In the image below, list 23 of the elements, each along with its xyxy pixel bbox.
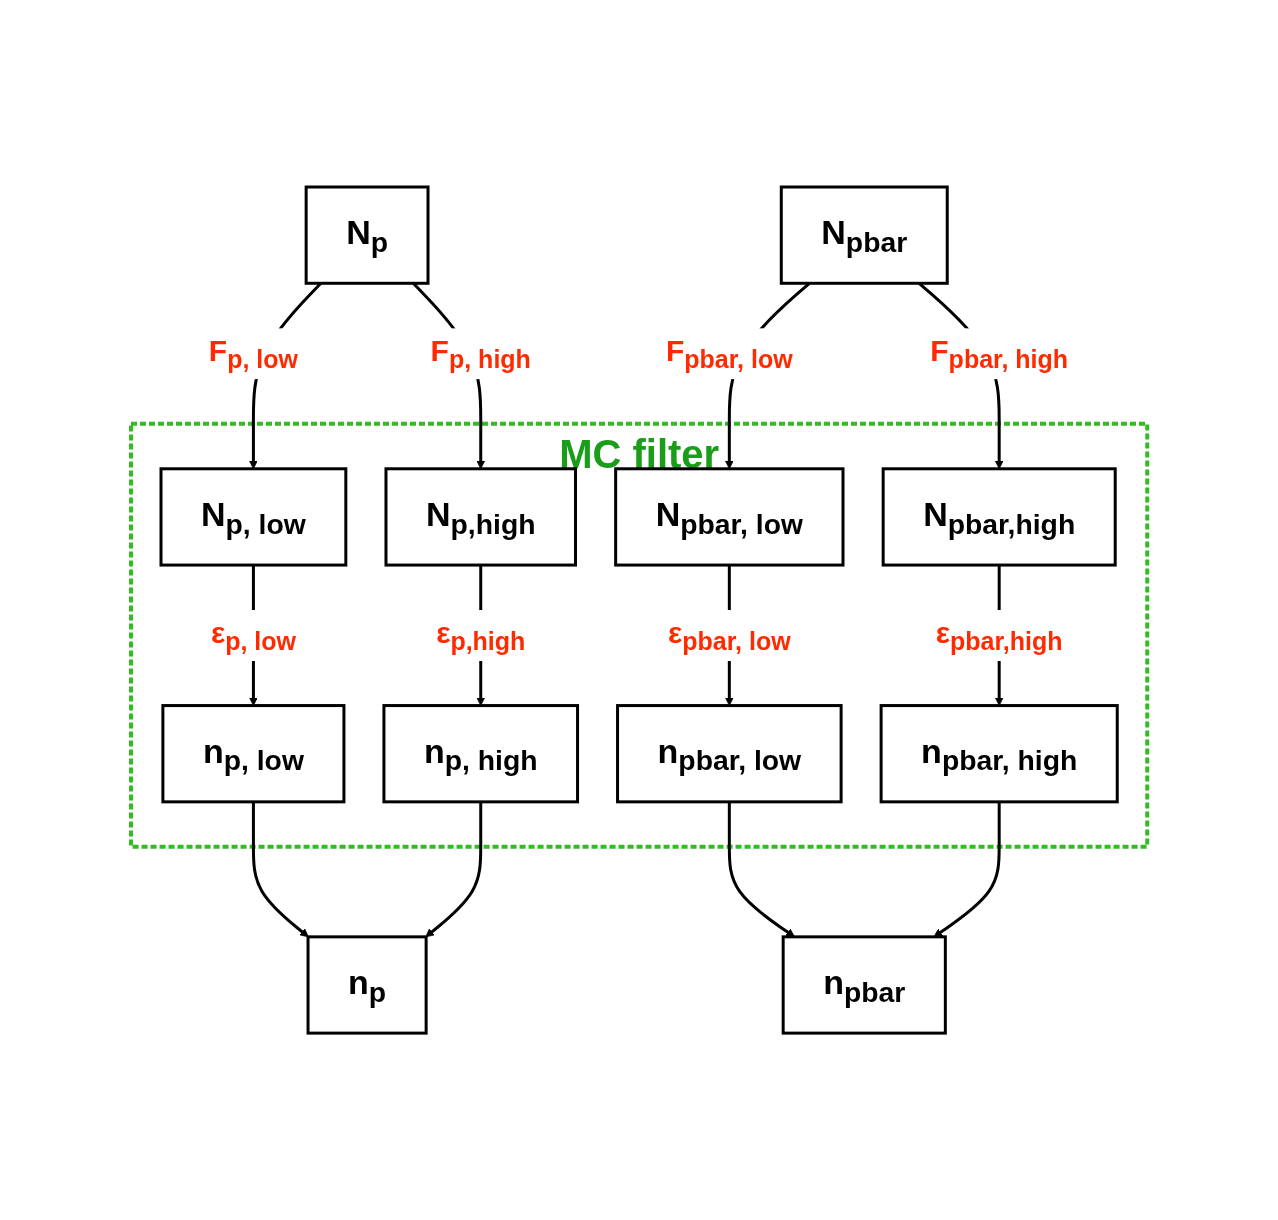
arrow xyxy=(251,801,309,938)
edge-label: F$_{pbar, low}$ xyxy=(665,334,793,374)
node-box: n$_{pbar, low}$ xyxy=(615,704,843,804)
node-box: n$_{p, low}$ xyxy=(161,704,346,804)
node-box: n$_{pbar}$ xyxy=(781,935,947,1035)
node-box: N$_{pbar}$ xyxy=(779,185,949,285)
edge-label: F$_{p, low}$ xyxy=(208,334,298,374)
node-box: N$_{p}$ xyxy=(304,185,430,285)
node-box: n$_{p, high}$ xyxy=(382,704,579,804)
arrow xyxy=(933,801,1001,938)
edge-label: F$_{pbar, high}$ xyxy=(930,334,1068,374)
edge-label: ε$_{p, low}$ xyxy=(210,616,296,655)
node-box: N$_{pbar, low}$ xyxy=(614,467,845,567)
edge-label: ε$_{pbar, low}$ xyxy=(667,616,791,655)
node-box: n$_{pbar, high}$ xyxy=(879,704,1119,804)
edge-label: ε$_{pbar,high}$ xyxy=(935,616,1063,655)
node-box: n$_{p}$ xyxy=(306,935,428,1035)
node-box: N$_{p, low}$ xyxy=(159,467,348,567)
node-box: N$_{p,high}$ xyxy=(384,467,577,567)
node-box: N$_{pbar,high}$ xyxy=(881,467,1117,567)
arrow xyxy=(425,801,483,938)
edge-label: F$_{p, high}$ xyxy=(430,334,531,374)
edge-label: ε$_{p,high}$ xyxy=(436,616,526,655)
